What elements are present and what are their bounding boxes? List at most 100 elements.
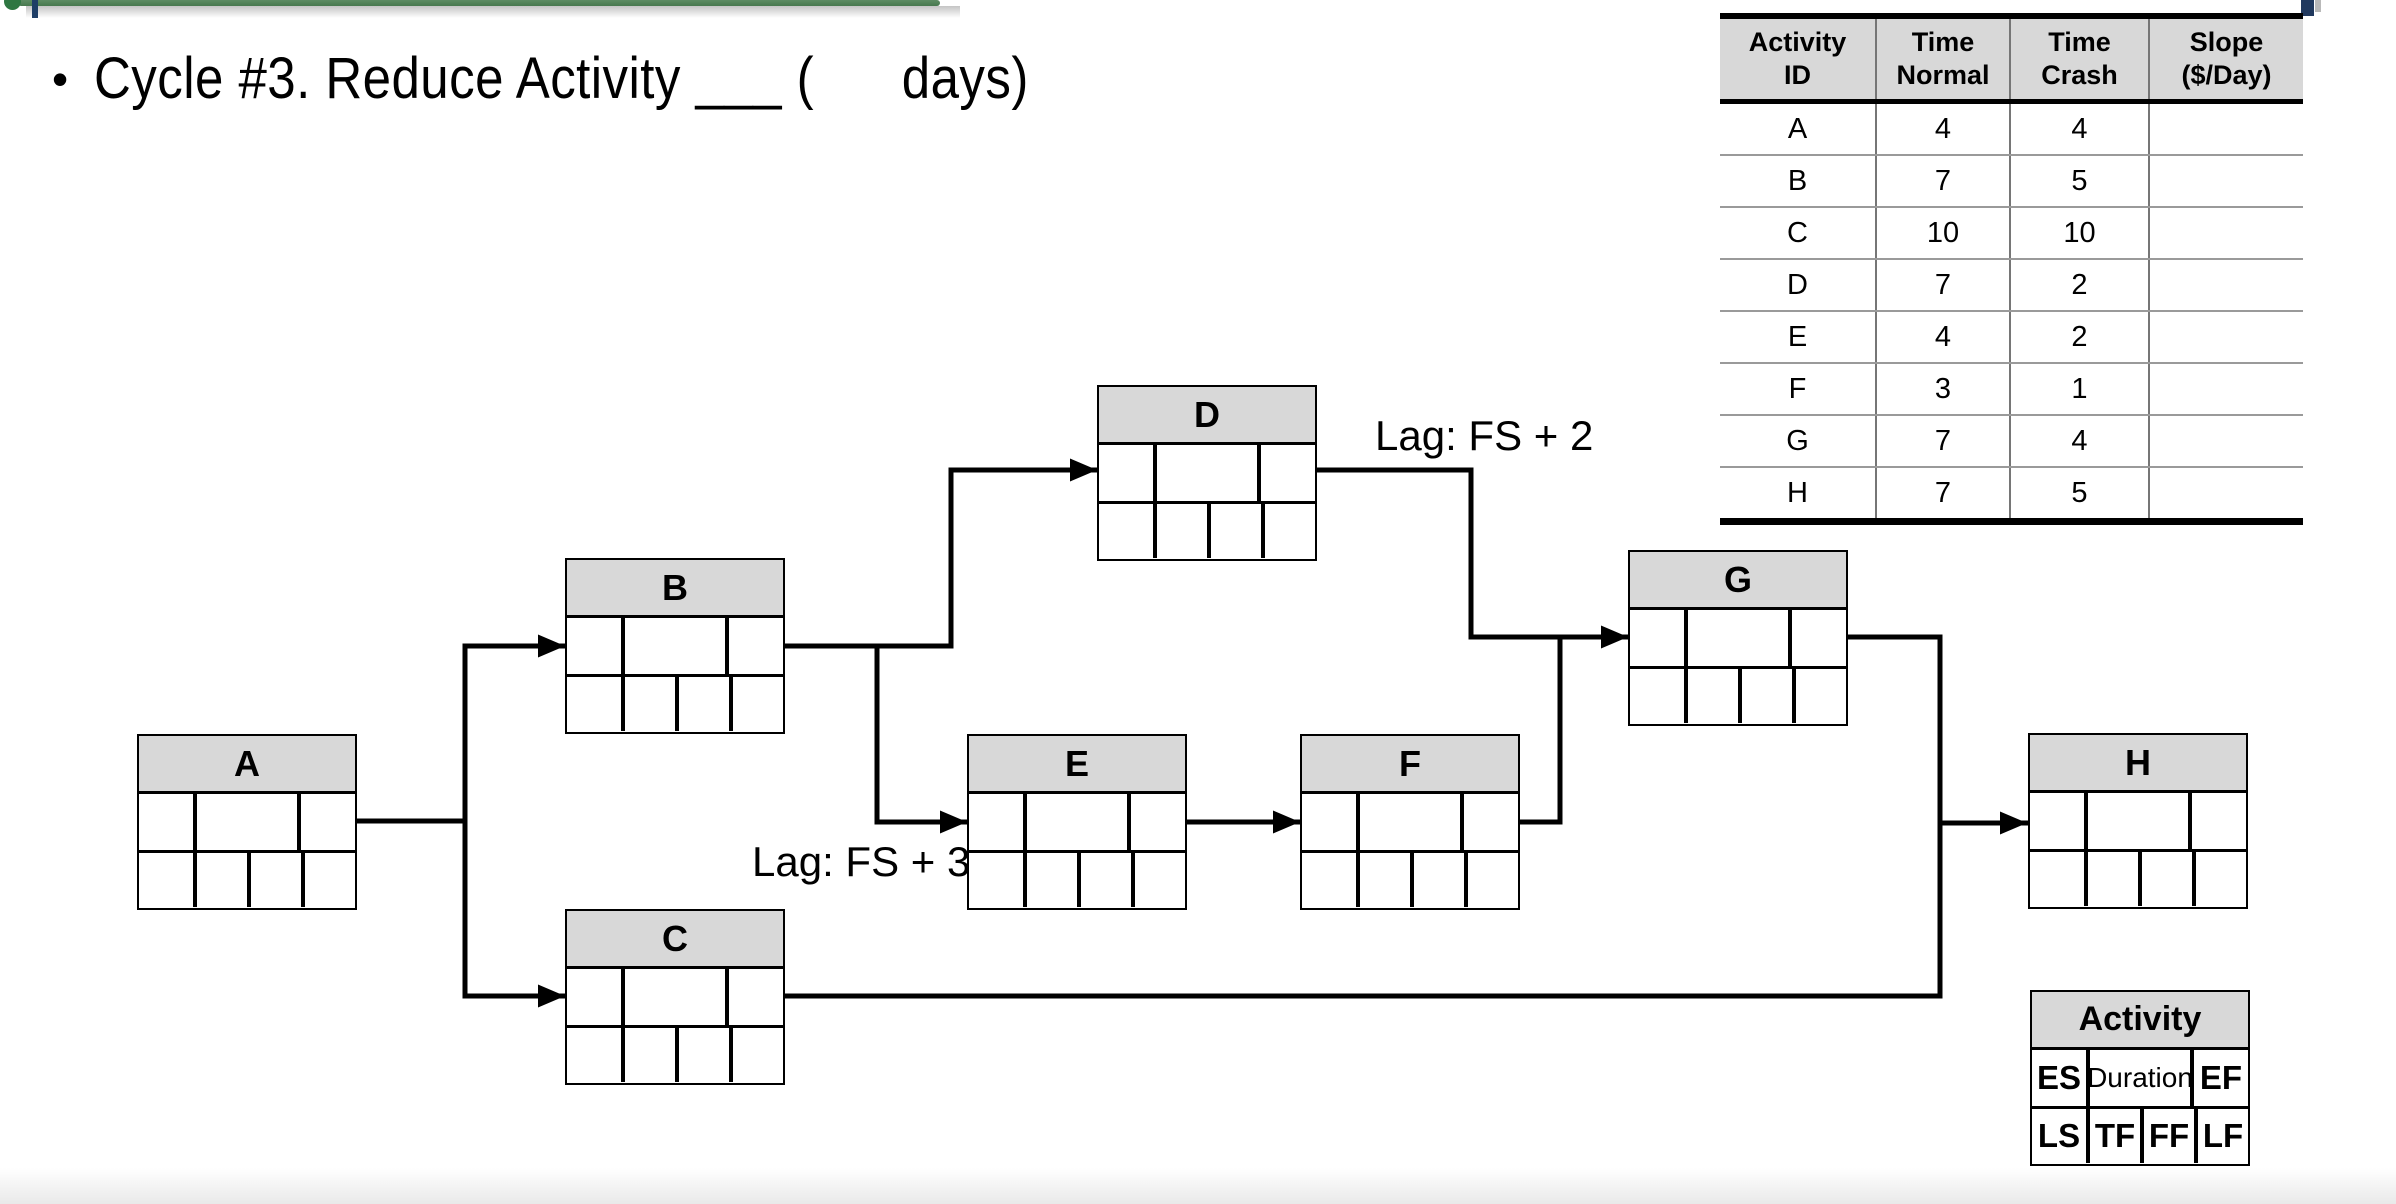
cell-crash: 4 [2009,101,2149,156]
node-row-top [1630,610,1846,666]
ls-cell [1630,669,1684,723]
cursor-tick-icon [32,0,38,18]
node-row-bottom [567,674,783,731]
cell-id: H [1787,476,1808,509]
node-row-bottom [2030,849,2246,906]
legend-title: Activity [2032,992,2248,1050]
cell-slope [2148,101,2303,156]
node-letter: B [567,560,783,618]
ff-cell [1738,669,1792,723]
page-title: • Cycle #3. Reduce Activity ___ ( days) [52,46,1156,112]
legend-duration: Duration [2086,1050,2194,1106]
activity-node-e: E [967,734,1187,910]
cell-normal: 7 [1875,155,2010,208]
legend-ff: FF [2140,1109,2194,1163]
node-letter: H [2030,735,2246,793]
activity-node-c: C [565,909,785,1085]
tf-cell [1356,853,1410,907]
ef-cell [301,794,355,850]
lf-cell [1131,853,1185,907]
legend-tf: TF [2086,1109,2140,1163]
es-cell [1302,794,1356,850]
ef-cell [729,618,783,674]
cell-slope [2148,259,2303,312]
ff-cell [1410,853,1464,907]
cell-id: A [1720,101,1876,156]
legend-row-top: ES Duration EF [2032,1050,2248,1106]
node-row-bottom [969,850,1185,907]
ff-cell [1207,504,1261,558]
node-row-bottom [1630,666,1846,723]
green-dot-icon [4,0,21,10]
cell-crash: 2 [2009,259,2149,312]
cell-normal: 3 [1875,363,2010,416]
legend-ef: EF [2199,1059,2243,1096]
cell-crash: 5 [2009,155,2149,208]
legend-row-bottom: LS TF FF LF [2032,1106,2248,1163]
cell-normal: 7 [1875,259,2010,312]
cell-id: G [1720,415,1876,468]
ef-cell [1131,794,1185,850]
ef-cell [729,969,783,1025]
activity-node-a: A [137,734,357,910]
node-row-top [567,969,783,1025]
node-letter: G [1630,552,1846,610]
cell-normal: 10 [1875,207,2010,260]
tf-cell [193,853,247,907]
legend-es: ES [2036,1059,2082,1096]
page-title-text: Cycle #3. Reduce Activity ___ ( days) [94,46,1029,111]
cell-slope [2148,311,2303,364]
cell-crash: 5 [2009,467,2149,522]
node-row-top [1099,445,1315,501]
legend-ls: LS [2037,1117,2081,1154]
scrollbar-thumb[interactable] [2301,0,2314,16]
activity-node-b: B [565,558,785,734]
es-cell [1630,610,1684,666]
node-row-top [1302,794,1518,850]
activity-node-g: G [1628,550,1848,726]
cell-slope [2148,467,2303,522]
node-row-bottom [139,850,355,907]
bottom-edge-gradient [0,1168,2396,1204]
window-edge-bar [18,0,940,6]
window-edge-shadow [26,6,960,18]
ls-cell [1099,504,1153,558]
connector-b-out [782,467,954,649]
lf-cell [1261,504,1315,558]
header-slope: Slope($/Day) [2148,16,2303,104]
connector-g-out [1847,634,1943,999]
lag-label-fs2: Lag: FS + 2 [1375,412,1594,459]
cell-slope [2148,155,2303,208]
ls-cell [969,853,1023,907]
es-cell [567,618,621,674]
node-letter: C [567,911,783,969]
ff-cell [675,677,729,731]
activity-node-f: F [1300,734,1520,910]
cell-normal: 7 [1875,415,2010,468]
ls-cell [567,1028,621,1082]
lf-cell [729,677,783,731]
node-row-top [969,794,1185,850]
scrollbar-track[interactable] [2315,0,2321,12]
duration-cell [2084,793,2192,849]
cell-normal: 7 [1875,467,2010,522]
cell-slope [2148,363,2303,416]
node-letter: D [1099,387,1315,445]
node-row-top [139,794,355,850]
cell-crash: 2 [2009,311,2149,364]
duration-cell [1356,794,1464,850]
es-cell [969,794,1023,850]
bullet-icon: • [52,53,69,105]
tf-cell [1684,669,1738,723]
node-row-bottom [1302,850,1518,907]
ls-cell [139,853,193,907]
cell-id: E [1720,311,1876,364]
duration-cell [1023,794,1131,850]
